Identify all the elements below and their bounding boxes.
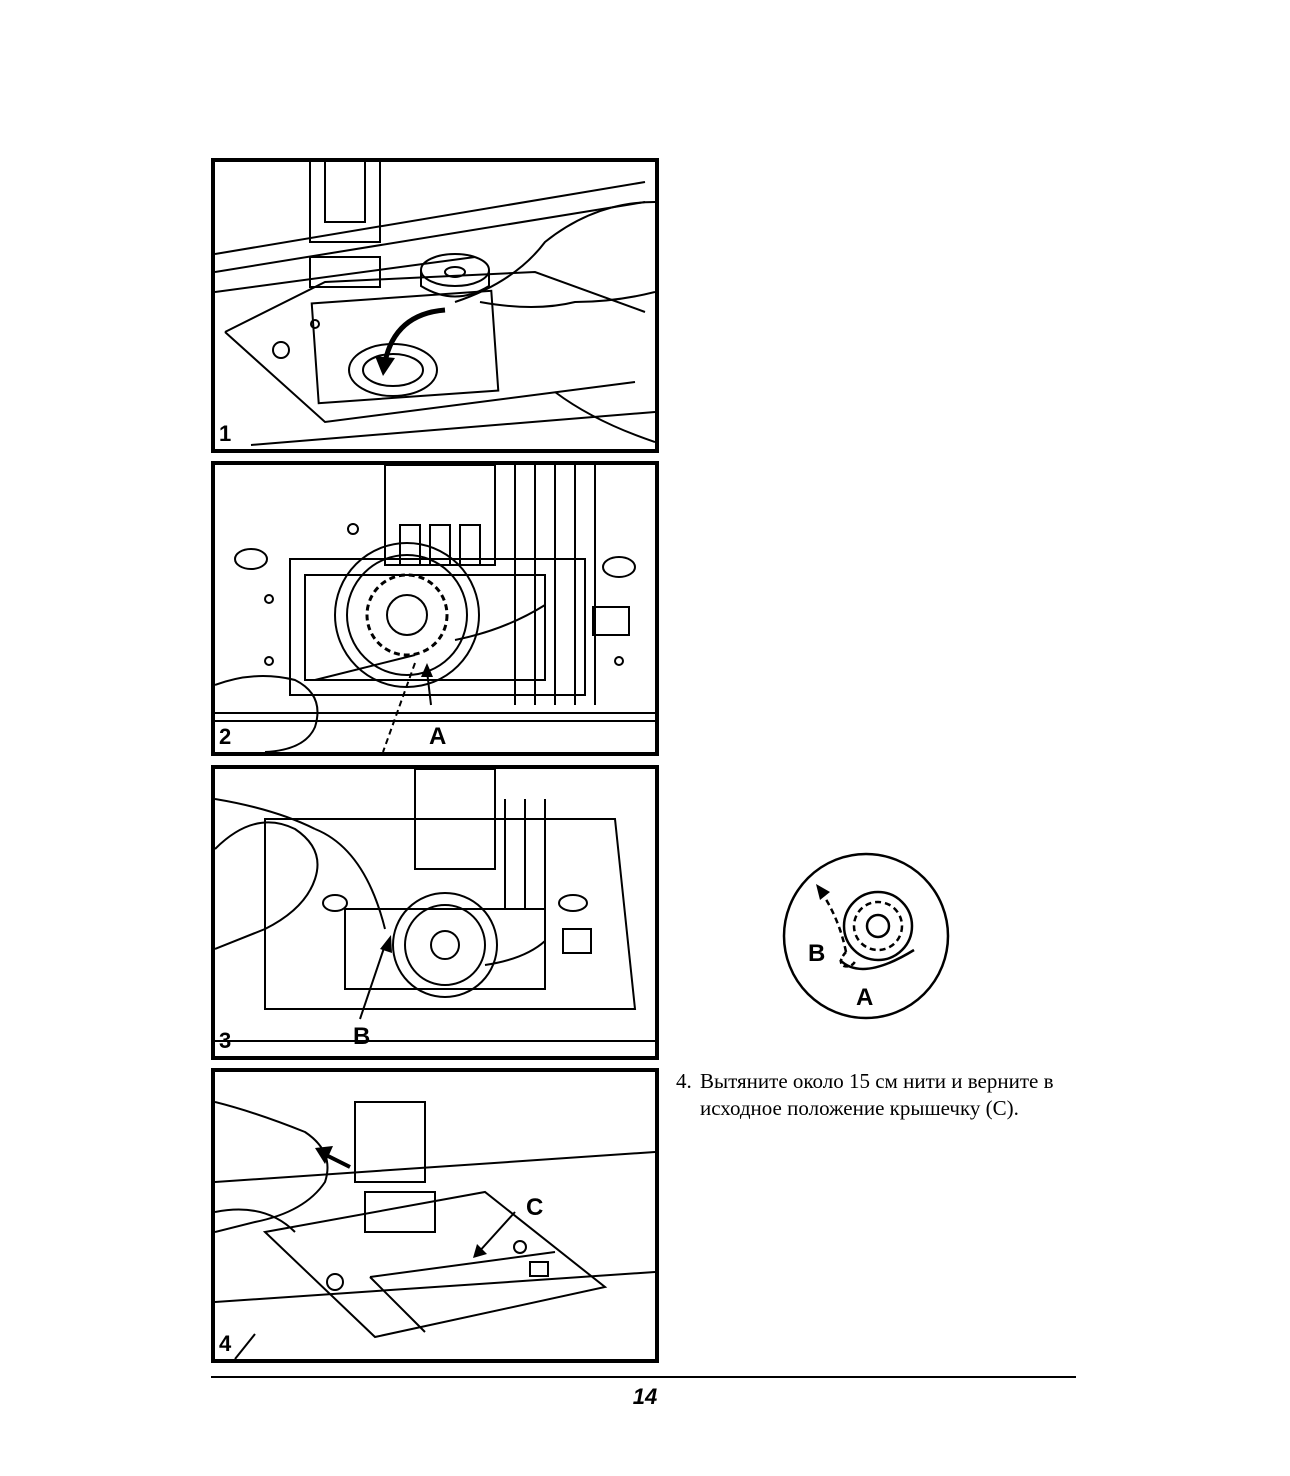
step-4-instruction: 4. Вытяните около 15 см нити и верните в…: [676, 1068, 1096, 1122]
bobbin-detail-diagram: B A: [782, 852, 950, 1020]
figure-4-illustration: [215, 1101, 655, 1359]
detail-callout-b: B: [808, 940, 826, 967]
step-text: Вытяните около 15 см нити и верните в ис…: [700, 1069, 1054, 1120]
figure-3-illustration: [215, 769, 655, 1042]
bobbin-detail-illustration: [782, 852, 950, 1020]
figure-4-panel: 4 C: [211, 1068, 659, 1363]
callout-a: A: [429, 723, 447, 750]
detail-callout-a: A: [856, 984, 874, 1011]
figure-2-number: 2: [219, 724, 232, 749]
figure-1-illustration: [215, 162, 655, 446]
callout-b: B: [353, 1023, 371, 1050]
figure-2-illustration: [215, 465, 655, 752]
figure-1-number: 1: [219, 421, 232, 446]
page-number: 14: [632, 1384, 658, 1409]
figure-3-panel: 3 B: [211, 765, 659, 1060]
footer-rule: [211, 1376, 1076, 1378]
callout-c: C: [526, 1194, 544, 1221]
step-number: 4.: [676, 1069, 692, 1093]
figure-1-panel: 1: [211, 158, 659, 453]
figure-2-panel: 2 A: [211, 461, 659, 756]
figure-3-number: 3: [219, 1028, 232, 1053]
figure-4-number: 4: [219, 1331, 232, 1356]
